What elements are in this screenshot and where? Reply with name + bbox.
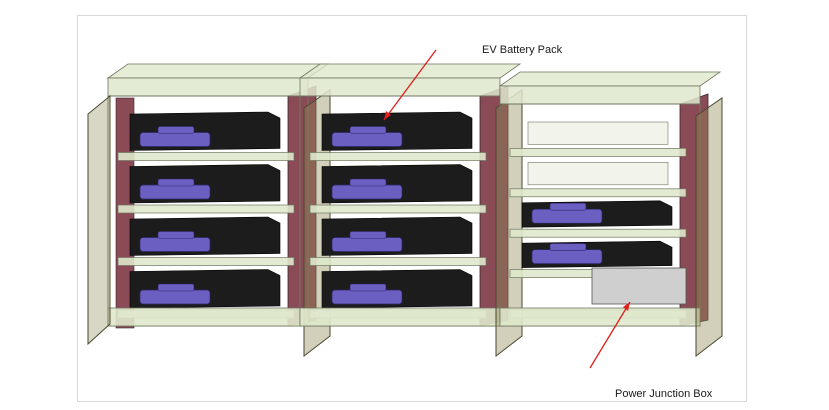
middle-cabinet <box>298 63 523 358</box>
top-cap <box>498 71 722 87</box>
cabinet-group <box>87 63 723 358</box>
base-frame <box>499 307 701 327</box>
shelf <box>309 204 487 214</box>
diagram-frame: EV Battery Pack Power Junction Box <box>77 15 747 402</box>
connector-bracket <box>139 132 211 147</box>
connector-bracket <box>139 237 211 252</box>
shelf <box>509 228 687 238</box>
connector-handle <box>349 178 387 187</box>
base-frame <box>107 307 309 327</box>
junction-box-callout-line <box>589 301 631 369</box>
connector-handle <box>157 126 195 134</box>
connector-handle <box>157 283 195 292</box>
base-frame <box>299 307 501 327</box>
connector-bracket <box>139 184 211 200</box>
top-frame <box>299 77 501 97</box>
top-cap <box>298 63 522 79</box>
shelf <box>509 188 687 198</box>
shelf <box>117 257 295 266</box>
shelf <box>117 152 295 161</box>
right-cabinet <box>498 71 723 358</box>
connector-bracket <box>139 289 211 305</box>
shelf <box>309 152 487 161</box>
connector-bracket <box>331 289 403 305</box>
battery-pack-arrowhead <box>384 111 391 120</box>
left-cabinet <box>87 63 331 358</box>
top-frame <box>107 77 309 97</box>
connector-bracket <box>531 249 603 264</box>
shelf <box>509 148 687 157</box>
connector-bracket <box>531 208 603 224</box>
connector-handle <box>157 231 195 239</box>
top-cap <box>106 63 330 79</box>
empty-bay <box>527 121 669 145</box>
connector-handle <box>349 283 387 292</box>
top-frame <box>499 85 701 105</box>
connector-handle <box>549 243 587 251</box>
right-door <box>695 97 723 358</box>
shelf <box>309 257 487 266</box>
left-door <box>87 94 111 346</box>
shelf <box>117 204 295 214</box>
power-junction-box-label: Power Junction Box <box>615 388 713 400</box>
ev-battery-pack-label: EV Battery Pack <box>482 44 563 56</box>
callout-group <box>383 49 631 369</box>
connector-handle <box>349 126 387 134</box>
empty-bay <box>527 162 669 186</box>
connector-handle <box>349 231 387 239</box>
connector-bracket <box>331 132 403 147</box>
junction-box-arrowhead <box>623 302 630 311</box>
connector-bracket <box>331 184 403 200</box>
power-junction-box <box>591 267 687 305</box>
battery-cabinet-illustration <box>87 49 723 369</box>
connector-bracket <box>331 237 403 252</box>
connector-handle <box>549 202 587 211</box>
battery-pack-callout-line <box>383 49 437 121</box>
connector-handle <box>157 178 195 187</box>
